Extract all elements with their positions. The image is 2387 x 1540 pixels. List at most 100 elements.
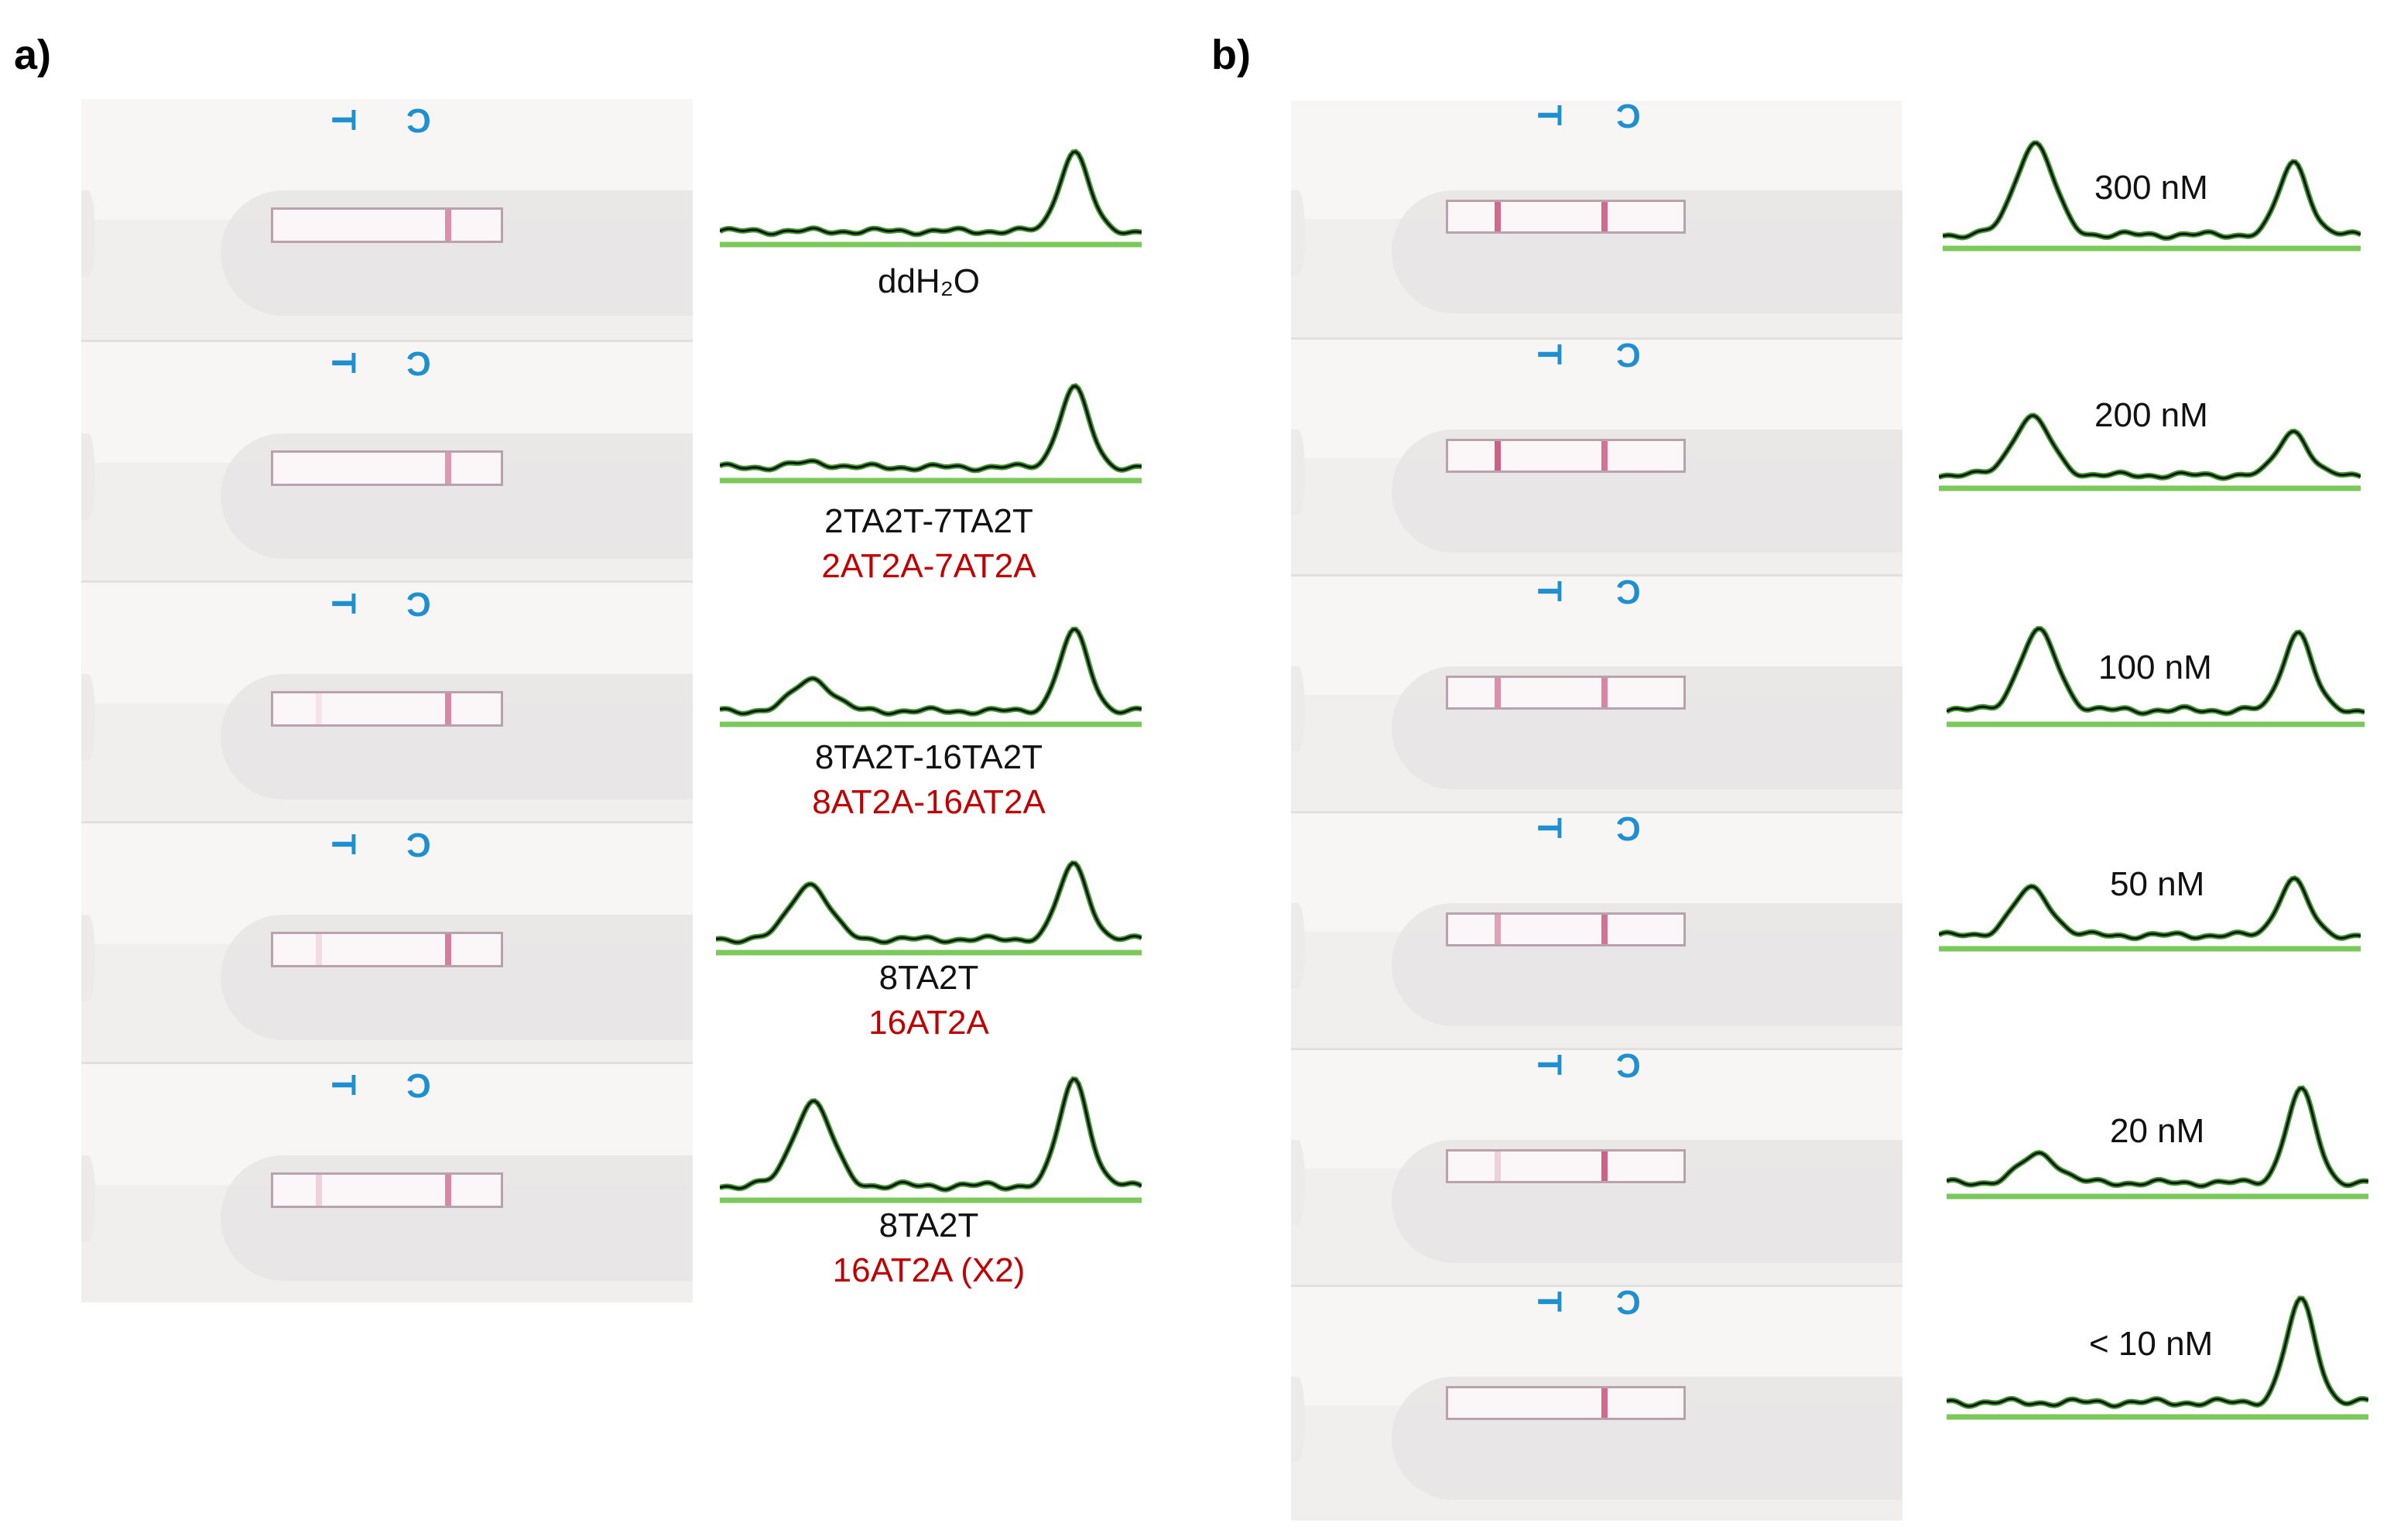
- trace-line-edge: [720, 626, 1142, 717]
- trace-line-edge: [720, 1076, 1142, 1193]
- caption-line-red: 2AT2A-7AT2A: [821, 547, 1036, 585]
- concentration-label: 100 nM: [2094, 649, 2217, 687]
- strip-notch: [1291, 666, 1305, 751]
- caption-line-black: 8TA2T: [878, 959, 979, 997]
- test-line: [1495, 441, 1501, 471]
- strip-notch: [81, 433, 95, 520]
- concentration-label: 300 nM: [2090, 169, 2213, 207]
- control-marker: C: [406, 1066, 431, 1104]
- test-marker: T: [324, 833, 363, 855]
- densitometry-trace: [720, 149, 1142, 248]
- test-marker: T: [1530, 344, 1569, 365]
- test-marker: T: [324, 352, 363, 374]
- result-window: [1446, 1386, 1686, 1420]
- strip-notch: [81, 915, 95, 1001]
- caption-line-black: 8TA2T: [878, 1206, 979, 1244]
- result-window: [1446, 1149, 1686, 1183]
- control-line: [1601, 678, 1608, 707]
- densitometry-trace: [720, 383, 1142, 484]
- test-marker: T: [1530, 580, 1569, 602]
- result-window: [271, 450, 503, 486]
- test-line: [316, 453, 322, 484]
- control-marker: C: [1616, 1046, 1641, 1084]
- result-window: [1446, 200, 1686, 234]
- control-marker: C: [406, 101, 431, 139]
- trace-line: [1939, 414, 2361, 480]
- trace-line-edge: [720, 149, 1142, 238]
- trace-line: [1947, 1297, 2368, 1408]
- sample-caption: ddH₂O: [759, 259, 1099, 304]
- caption-line-red: 16AT2A (X2): [832, 1251, 1026, 1289]
- densitometry-trace: [1943, 140, 2361, 252]
- test-line: [316, 210, 322, 241]
- densitometry-trace: [720, 1076, 1142, 1203]
- control-line: [1601, 441, 1608, 471]
- control-marker: C: [1616, 336, 1641, 374]
- concentration-label: < 10 nM: [2084, 1325, 2218, 1364]
- test-line: [1495, 678, 1501, 707]
- sample-caption: 8TA2T 16AT2A (X2): [759, 1203, 1099, 1293]
- caption-line-red: 8AT2A-16AT2A: [812, 783, 1046, 821]
- panel-a-label: a): [14, 32, 52, 78]
- result-window: [271, 932, 503, 967]
- control-line: [1601, 1152, 1608, 1181]
- control-marker: C: [1616, 1283, 1641, 1321]
- concentration-label: 20 nM: [2105, 1112, 2210, 1151]
- trace-line: [1947, 627, 2365, 715]
- test-line: [316, 934, 322, 965]
- test-line: [316, 693, 322, 724]
- trace-line: [1947, 1087, 2368, 1188]
- control-line: [445, 210, 451, 241]
- control-marker: C: [406, 585, 431, 623]
- densitometry-trace: [1947, 1295, 2368, 1420]
- strip-notch: [1291, 1377, 1305, 1462]
- result-window: [271, 691, 503, 727]
- test-line: [1495, 915, 1501, 944]
- control-line: [445, 934, 451, 965]
- test-line: [1495, 1152, 1501, 1181]
- control-marker: C: [406, 344, 431, 382]
- strip-notch: [81, 190, 95, 277]
- control-marker: C: [1616, 573, 1641, 611]
- densitometry-trace: [1939, 412, 2361, 491]
- caption-line-black: ddH₂O: [877, 262, 981, 300]
- trace-line-edge: [716, 860, 1142, 946]
- strip-notch: [81, 1155, 95, 1242]
- test-marker: T: [1530, 104, 1569, 126]
- result-window: [271, 207, 503, 243]
- test-marker: T: [1530, 1291, 1569, 1312]
- control-marker: C: [1616, 97, 1641, 135]
- test-line: [316, 1175, 322, 1206]
- strip-notch: [1291, 190, 1305, 275]
- densitometry-trace: [1947, 625, 2365, 727]
- trace-line: [720, 1077, 1142, 1191]
- strip-notch: [1291, 903, 1305, 988]
- control-line: [445, 453, 451, 484]
- test-marker: T: [324, 593, 363, 614]
- trace-line: [1943, 142, 2361, 240]
- densitometry-trace: [1947, 1085, 2368, 1199]
- result-window: [1446, 912, 1686, 946]
- test-line: [1495, 1388, 1501, 1418]
- strip-notch: [81, 674, 95, 761]
- densitometry-trace: [720, 626, 1142, 727]
- densitometry-trace: [1939, 875, 2361, 952]
- control-line: [1601, 202, 1608, 231]
- strip-notch: [1291, 429, 1305, 515]
- trace-line: [720, 150, 1142, 236]
- concentration-label: 200 nM: [2090, 396, 2213, 435]
